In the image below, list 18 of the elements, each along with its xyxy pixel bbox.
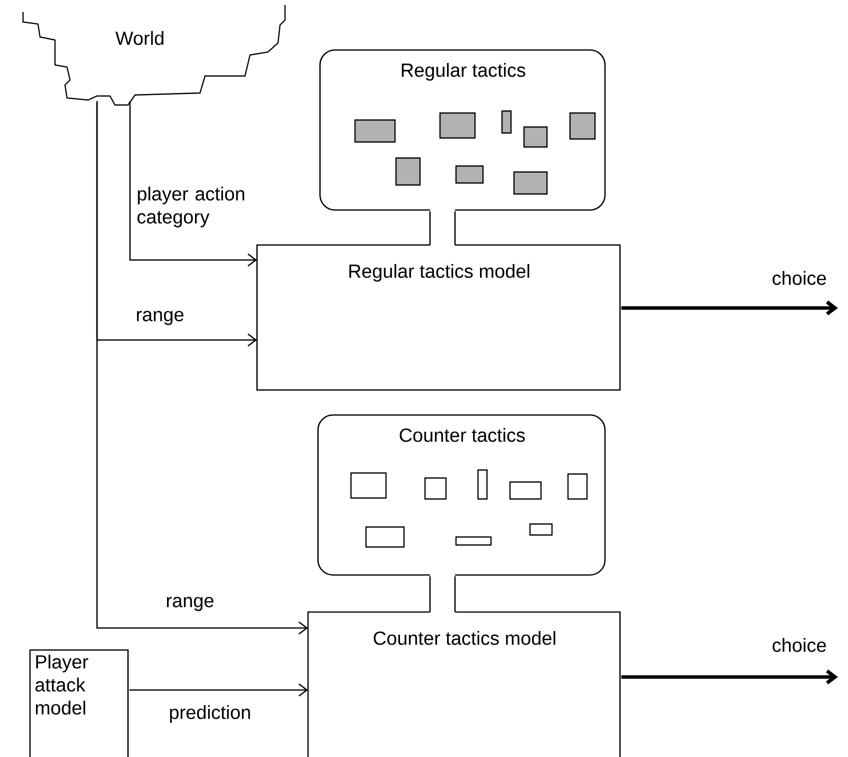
arrow [129, 101, 257, 267]
connector-neck [429, 210, 456, 246]
process-box: Counter tactics model [307, 611, 621, 757]
process-box: Regular tactics model [256, 244, 621, 391]
process-box: Player attack model [29, 649, 129, 757]
connector-neck [429, 576, 456, 613]
rounded-box: Regular tactics [319, 49, 606, 211]
arrow [96, 101, 308, 635]
edge-label: prediction [170, 705, 250, 723]
arrow [621, 670, 838, 684]
rounded-box: Counter tactics [317, 414, 606, 576]
edge-label: player action category [137, 186, 244, 228]
edge-label: range [166, 596, 214, 612]
arrow [621, 300, 838, 316]
arrow [129, 683, 308, 697]
edge-label: choice [772, 271, 826, 285]
edge-label: choice [772, 638, 826, 652]
edge-label: range [136, 310, 184, 326]
